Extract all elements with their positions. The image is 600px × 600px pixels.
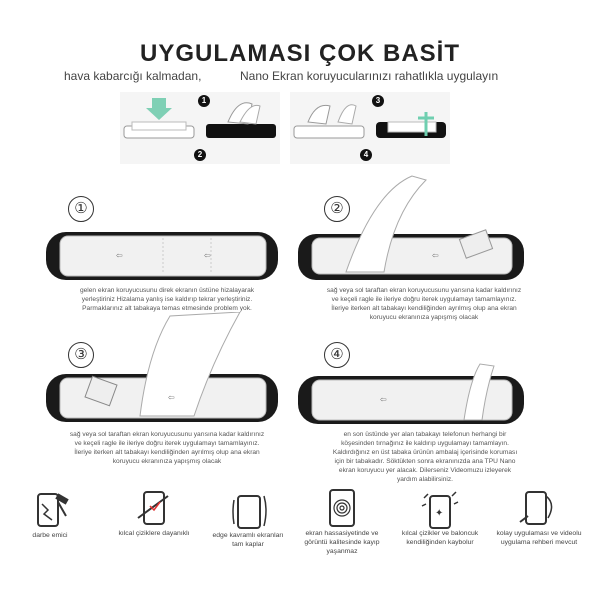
step-3-caption: sağ veya sol taraftan ekran koruyucusunu… (69, 431, 265, 465)
scratch-resistant-icon (137, 491, 169, 525)
curved-edge-icon (232, 495, 267, 529)
svg-text:⇦: ⇦ (168, 393, 175, 402)
step-1-phone-illustration: ⇦ ⇦ (46, 232, 278, 280)
feature-label: darbe emici (32, 532, 68, 539)
subtitle-left: hava kabarcığı kalmadan, (64, 69, 202, 83)
step-4-phone-illustration: ⇦ (298, 363, 524, 424)
feature-label: kolay uygulaması ve videolu uygulama reh… (496, 530, 582, 546)
arrow-down-icon (146, 98, 172, 120)
step-2-number: ② (324, 196, 350, 222)
shock-absorb-icon (37, 493, 69, 527)
step-3-phone-illustration: ⇦ (46, 312, 278, 422)
step-4-number: ④ (324, 342, 350, 368)
step-1-caption: gelen ekran koruyucusunu direk ekranın ü… (79, 287, 255, 312)
fingerprint-icon (329, 489, 355, 527)
svg-text:⇦: ⇦ (432, 251, 439, 260)
feature-label: ekran hassasiyetinde ve görüntü kalitesi… (304, 530, 380, 555)
feature-label: kılcal çiziklere dayanıklı (118, 530, 190, 537)
step-2-phone-illustration: ⇦ (298, 175, 524, 280)
self-healing-icon: ✦ (421, 491, 459, 529)
strip-step-number: 2 (194, 149, 206, 161)
svg-text:⇦: ⇦ (116, 251, 123, 260)
svg-text:⇦: ⇦ (380, 395, 387, 404)
strip-steps-1-2-illustration (123, 98, 276, 139)
strip-step-number: 1 (198, 95, 210, 107)
step-2-caption: sağ veya sol taraftan ekran koruyucusunu… (326, 287, 522, 321)
strip-steps-3-4-illustration (293, 104, 446, 139)
svg-text:⇦: ⇦ (204, 251, 211, 260)
strip-step-number: 3 (372, 95, 384, 107)
page-title: UYGULAMASI ÇOK BASİT (140, 40, 460, 67)
move-arrows-icon (418, 112, 434, 136)
strip-step-number: 4 (360, 149, 372, 161)
feature-label: kılcal çizikler ve baloncuk kendiliğinde… (401, 530, 479, 546)
video-guide-icon (519, 491, 553, 525)
step-3-number: ③ (68, 342, 94, 368)
step-1-number: ① (68, 196, 94, 222)
feature-label: edge kavramlı ekranları tam kaplar (212, 532, 284, 548)
svg-text:✦: ✦ (435, 508, 443, 519)
subtitle-right: Nano Ekran koruyucularınızı rahatlıkla u… (240, 69, 499, 83)
step-4-caption: en son üstünde yer alan tabakayı telefon… (332, 431, 518, 483)
